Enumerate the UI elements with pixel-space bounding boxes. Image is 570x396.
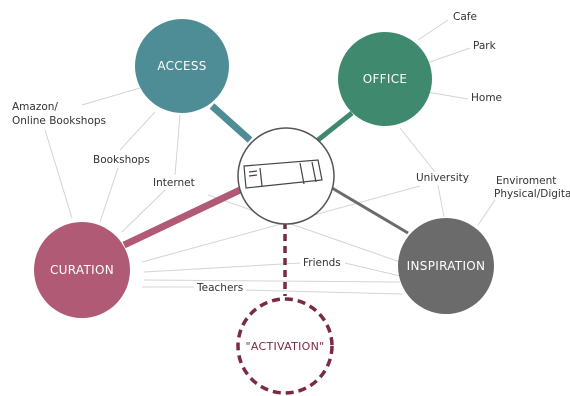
connector-friends-curation — [143, 262, 301, 273]
curation-node: CURATION — [34, 222, 130, 318]
access-node: ACCESS — [135, 19, 229, 113]
activation-node: "ACTIVATION" — [236, 297, 334, 395]
connector-access-amazon — [81, 87, 141, 106]
label-environment-line2: Physical/Digital — [494, 188, 570, 200]
label-internet: Internet — [153, 177, 195, 189]
curation-label: CURATION — [50, 263, 114, 277]
activation-label: "ACTIVATION" — [245, 340, 324, 353]
connector-office-home — [426, 91, 469, 100]
label-friends: Friends — [303, 257, 341, 269]
office-label: OFFICE — [363, 72, 408, 86]
connector-access-bookshops — [119, 111, 156, 151]
connector-internet-inspiration — [207, 194, 401, 263]
connector-office-cafe — [417, 19, 449, 41]
label-home: Home — [471, 92, 502, 104]
connector-hub-access — [209, 103, 253, 143]
connector-amazon-curation — [44, 129, 73, 219]
connector-hub-curation — [122, 186, 242, 249]
connector-teachers-inspiration — [245, 289, 403, 295]
label-cafe: Cafe — [453, 11, 477, 23]
connector-university-inspiration — [437, 184, 445, 218]
label-amazon-line1: Amazon/ — [12, 101, 58, 113]
label-park: Park — [473, 40, 497, 52]
connector-curation-inspiration — [143, 279, 401, 283]
connector-access-internet — [174, 114, 181, 176]
label-teachers: Teachers — [196, 282, 243, 294]
connector-bookshops-curation — [99, 167, 119, 223]
connector-office-park — [426, 47, 471, 64]
book-icon — [243, 159, 323, 189]
connector-hub-inspiration — [331, 186, 409, 235]
office-node: OFFICE — [338, 32, 432, 126]
label-bookshops: Bookshops — [93, 154, 150, 166]
label-amazon-line2: Online Bookshops — [12, 115, 106, 127]
connector-environment-inspiration — [477, 199, 496, 226]
connector-friends-inspiration — [344, 262, 401, 277]
label-university: University — [416, 172, 469, 184]
connector-office-university — [399, 127, 436, 173]
connector-internet-curation — [121, 189, 166, 233]
connector-hub-office — [316, 111, 354, 142]
inspiration-label: INSPIRATION — [407, 259, 486, 273]
label-environment-line1: Enviroment — [496, 175, 556, 187]
inspiration-node: INSPIRATION — [398, 218, 494, 314]
hub-node — [237, 127, 335, 225]
access-label: ACCESS — [157, 59, 206, 73]
